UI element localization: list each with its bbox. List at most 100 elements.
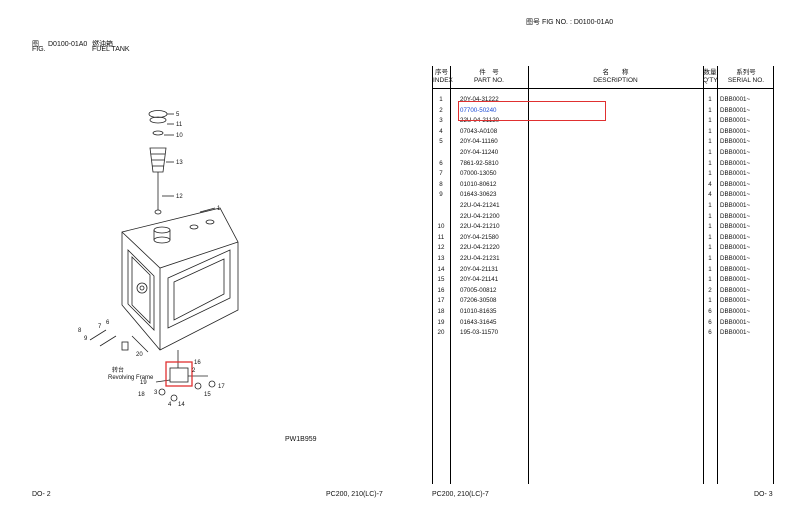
row-serial: DBB0001~ — [720, 191, 751, 199]
header-serial-en: SERIAL NO. — [727, 77, 765, 84]
row-qty: 4 — [708, 191, 712, 199]
row-index: 9 — [439, 191, 443, 199]
left-model: PC200, 210(LC)-7 — [326, 491, 383, 498]
left-page-number: DO- 2 — [32, 491, 51, 498]
row-serial: DBB0001~ — [720, 138, 751, 146]
callout-16: 16 — [194, 360, 201, 366]
callout-15: 15 — [204, 392, 211, 398]
header-index-cn: 序号 — [435, 69, 448, 76]
header-index-en: INDEX — [433, 77, 453, 84]
row-serial: DBB0001~ — [720, 106, 751, 114]
row-part-no: 01643-30623 — [460, 191, 497, 199]
row-index: 1 — [439, 96, 443, 103]
row-index: 11 — [437, 233, 445, 241]
drawing-code: PW1B959 — [285, 436, 317, 443]
row-part-no: 195-03-11570 — [460, 329, 499, 337]
row-part-no: 07005-00812 — [460, 286, 497, 294]
callout-14: 14 — [178, 402, 185, 408]
callout-18: 18 — [138, 392, 145, 398]
callout-13: 13 — [176, 160, 183, 166]
row-part-no: 22U-04-21200 — [460, 212, 500, 220]
fig-label-en: FIG. — [32, 46, 46, 53]
row-qty: 1 — [708, 127, 712, 135]
row-part-no: 01643-31645 — [460, 318, 497, 326]
row-part-no: 20Y-04-11160 — [460, 138, 498, 146]
row-index: 17 — [437, 297, 445, 305]
callout-8: 8 — [78, 328, 82, 334]
row-serial: DBB0001~ — [720, 127, 751, 135]
row-qty: 6 — [708, 329, 712, 337]
row-index: 4 — [439, 127, 443, 135]
row-qty: 1 — [708, 212, 712, 220]
row-serial: DBB0001~ — [720, 180, 751, 188]
header-desc-cn: 名 称 — [602, 69, 629, 76]
row-qty: 6 — [708, 308, 712, 315]
row-part-no: 22U-04-21220 — [460, 244, 500, 252]
callout-9: 9 — [84, 336, 88, 342]
row-part-no: 20Y-04-11240 — [460, 149, 499, 156]
fig-name-cn: 燃油箱 — [92, 41, 113, 48]
header-part-cn: 件 号 — [479, 69, 499, 76]
row-qty: 4 — [708, 180, 712, 188]
row-part-no: 01010-81635 — [460, 308, 497, 315]
highlight-box — [458, 101, 606, 121]
row-part-no: 22U-04-21241 — [460, 202, 500, 209]
row-serial: DBB0001~ — [720, 233, 751, 241]
row-serial: DBB0001~ — [720, 265, 751, 273]
row-part-no: 22U-04-21210 — [460, 223, 500, 231]
row-serial: DBB0001~ — [720, 96, 751, 103]
row-qty: 1 — [708, 297, 712, 305]
row-index: 3 — [439, 117, 443, 125]
row-index: 6 — [439, 159, 443, 167]
row-index: 12 — [437, 244, 445, 252]
row-serial: DBB0001~ — [720, 149, 751, 156]
row-index: 14 — [437, 265, 445, 273]
row-part-no: 7861-92-5810 — [460, 159, 499, 167]
row-qty: 1 — [708, 149, 712, 156]
row-index: 18 — [437, 308, 445, 315]
callout-2: 2 — [192, 368, 196, 374]
callout-20: 20 — [136, 352, 143, 358]
header-qty-cn: 数量 — [703, 69, 717, 76]
right-model: PC200, 210(LC)-7 — [432, 491, 489, 498]
row-index: 2 — [439, 106, 443, 114]
callout-4: 4 — [168, 402, 172, 408]
callout-7: 7 — [98, 324, 102, 330]
row-qty: 1 — [708, 117, 712, 125]
header-qty-en: Q'TY — [703, 77, 718, 84]
row-qty: 1 — [708, 202, 712, 209]
row-serial: DBB0001~ — [720, 223, 751, 231]
row-part-no: 07043-A0108 — [460, 127, 498, 135]
callout-6: 6 — [106, 320, 110, 326]
row-qty: 1 — [708, 170, 712, 178]
row-serial: DBB0001~ — [720, 276, 751, 284]
revolving-frame-en: Revolving Frame — [108, 375, 154, 381]
row-index: 13 — [437, 255, 445, 262]
row-serial: DBB0001~ — [720, 170, 751, 178]
row-serial: DBB0001~ — [720, 286, 751, 294]
callout-12: 12 — [176, 194, 183, 200]
header-serial-cn: 系列号 — [736, 69, 756, 76]
parts-table: 序号 INDEX 件 号 PART NO. 名 称 DESCRIPTION 数量… — [432, 66, 774, 484]
row-serial: DBB0001~ — [720, 255, 751, 262]
fig-label-cn: 图 — [32, 41, 39, 48]
row-index: 15 — [437, 276, 445, 284]
row-index: 20 — [437, 329, 445, 337]
table-row: 20Y-04-11240． 衬垫PACKING1DBB0001~ — [433, 148, 773, 158]
row-serial: DBB0001~ — [720, 202, 751, 209]
table-row: 22U-04-21241粗滤芯总成STRAINER ASS'Y1DBB0001~ — [433, 201, 773, 211]
fig-code: D0100-01A0 — [48, 41, 88, 48]
row-qty: 1 — [708, 244, 712, 252]
